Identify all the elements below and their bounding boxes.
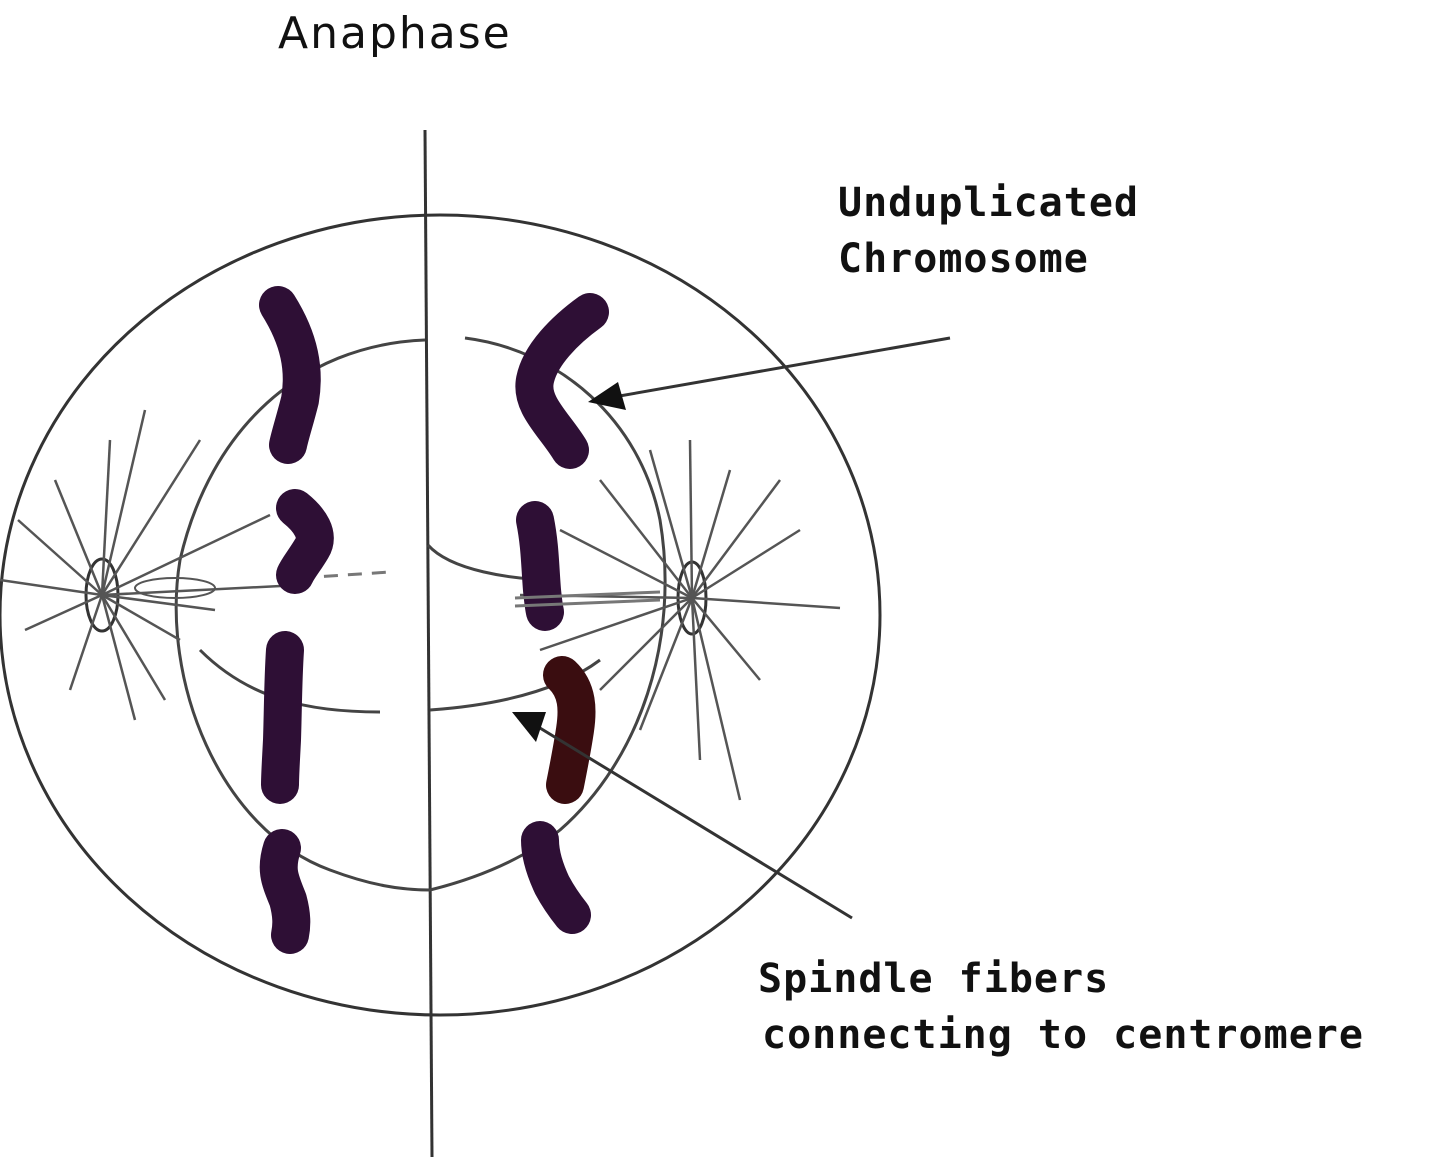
equator-line (423, 129, 434, 1158)
right-chromosome-4 (521, 821, 591, 934)
unduplicated-chromosome-label-line2: Chromosome (838, 236, 1089, 282)
left-aster-fibers (0, 409, 301, 721)
left-chromosome-3 (261, 631, 304, 804)
unduplicated-pointer (588, 336, 951, 410)
right-chromosome-1 (515, 293, 609, 469)
right-chromosomes (515, 293, 609, 934)
right-chromosome-3-highlighted (543, 656, 596, 804)
unduplicated-chromosome-label-line1: Unduplicated (838, 180, 1139, 226)
right-chromosome-2 (516, 501, 564, 631)
spindle-fibers-label-line1: Spindle fibers (758, 956, 1110, 1002)
right-kinetochore-fiber (514, 590, 661, 608)
spindle-fibers-label-line2: connecting to centromere (762, 1012, 1364, 1058)
cell-membrane (0, 213, 882, 1017)
left-chromosome-4 (259, 829, 311, 954)
left-kinetochore-fiber (299, 570, 391, 580)
left-chromosomes (259, 286, 334, 954)
spindle-pointer (512, 712, 853, 920)
right-aster-fibers (519, 439, 841, 801)
left-chromosome-1 (259, 286, 321, 464)
diagram-title: Anaphase (278, 8, 512, 59)
spindle-arcs (174, 336, 667, 892)
left-chromosome-2 (276, 489, 334, 594)
